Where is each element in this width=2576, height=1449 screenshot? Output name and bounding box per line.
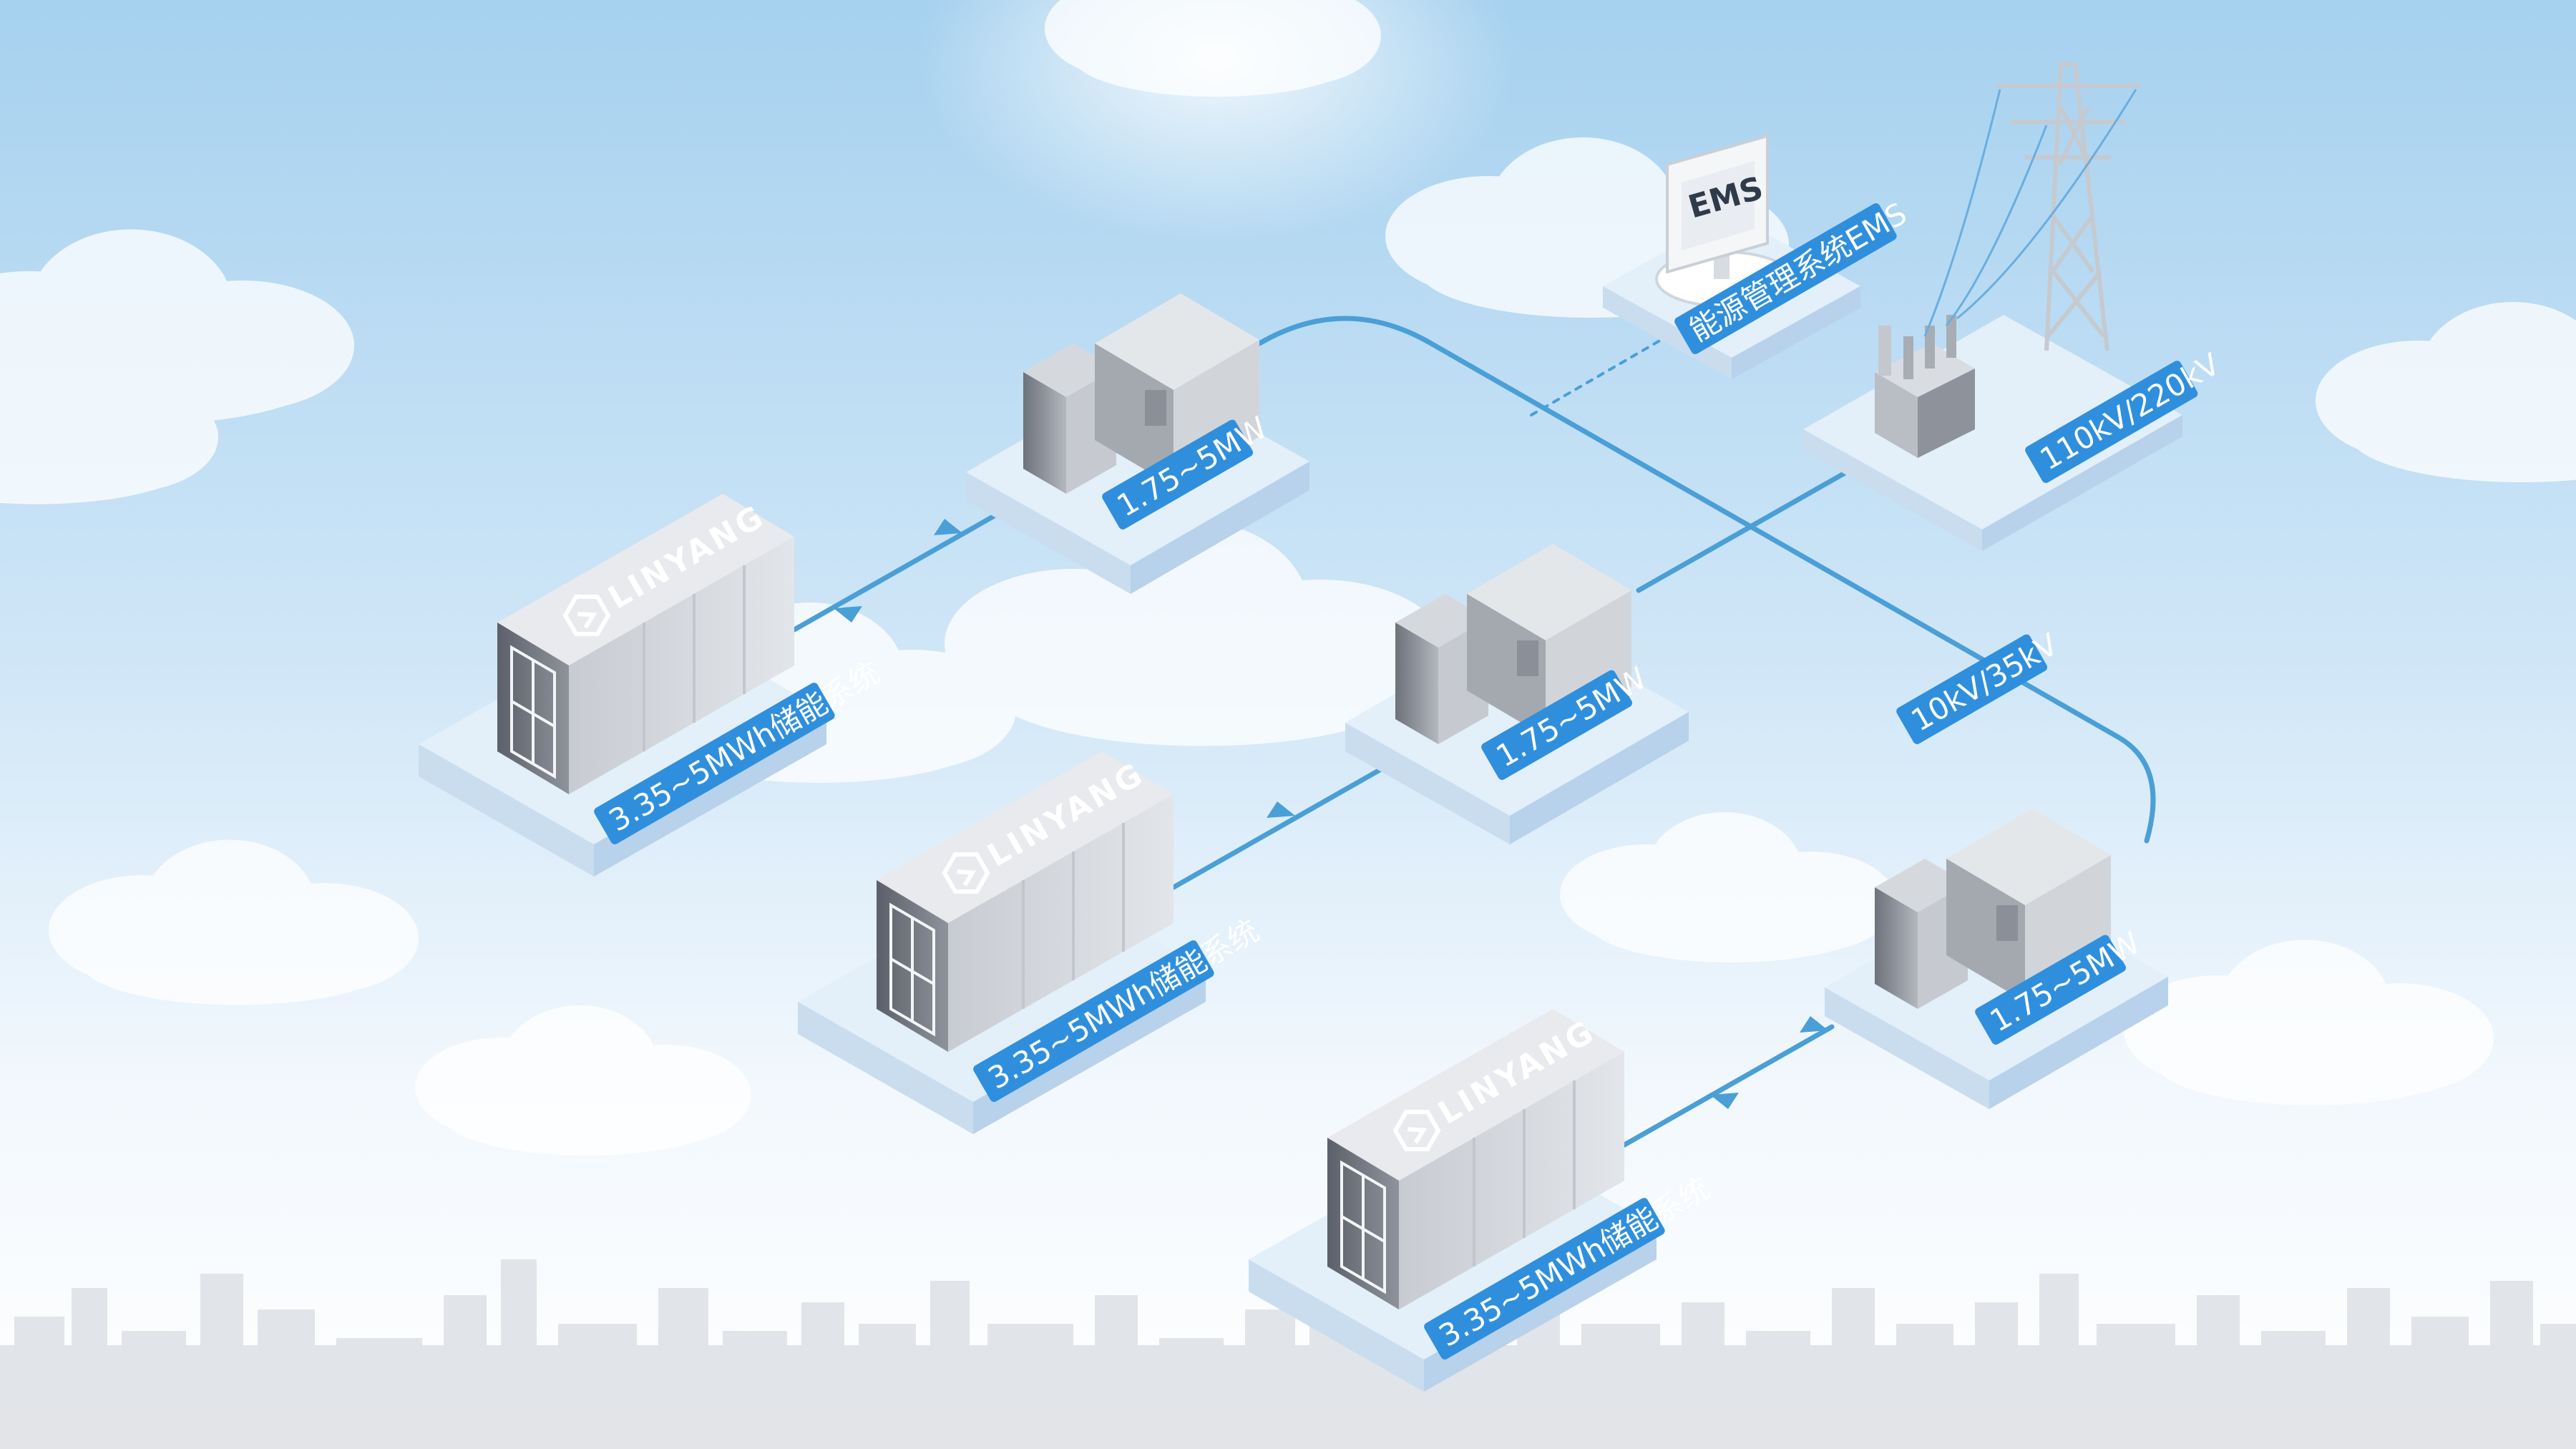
storage-tag (1424, 1198, 1665, 1360)
pcs-unit: 1.75~5MW (1825, 809, 2168, 1109)
line-pcs2-transformer (1636, 469, 1849, 593)
ems-link (1530, 335, 1669, 416)
line-storage1-pcs1 (791, 509, 1005, 633)
storage-unit: LINYANG 3.35~5MWh储能系统 (419, 494, 886, 877)
linyang-logo-icon (562, 595, 611, 636)
pcs-tag (1481, 670, 1632, 780)
flow-arrows (834, 519, 1828, 1109)
connections (791, 316, 2156, 1148)
ems-tag (1674, 203, 1897, 354)
transformer-icon (1875, 315, 1975, 458)
flow-arrow-icon (1800, 1016, 1828, 1033)
flow-arrow-icon (834, 606, 862, 623)
flow-arrow-icon (1710, 1093, 1739, 1109)
city-skyline (0, 1259, 2576, 1449)
pcs-unit: 1.75~5MW (1345, 544, 1689, 844)
storage-tag (594, 683, 835, 844)
transformer-tag (2025, 361, 2198, 483)
flow-arrow-icon (934, 519, 962, 535)
pcs-unit: 1.75~5MW (966, 293, 1309, 594)
bus-line-10kV-35kV (1257, 316, 2156, 844)
storage-tag (973, 940, 1214, 1102)
tower-icon (1996, 62, 2140, 351)
line-storage2-pcs2 (1171, 766, 1384, 890)
linyang-logo-icon (942, 852, 990, 894)
pcs-tag (1975, 935, 2126, 1045)
linyang-logo-icon (1392, 1110, 1441, 1151)
line-voltage-tag (1896, 634, 2047, 744)
line-storage3-pcs3 (1621, 1024, 1835, 1148)
pcs-tag (1102, 419, 1253, 530)
ems-station: EMS 能源管理系统EMS (1603, 134, 1913, 379)
flow-arrow-icon (1267, 801, 1295, 818)
